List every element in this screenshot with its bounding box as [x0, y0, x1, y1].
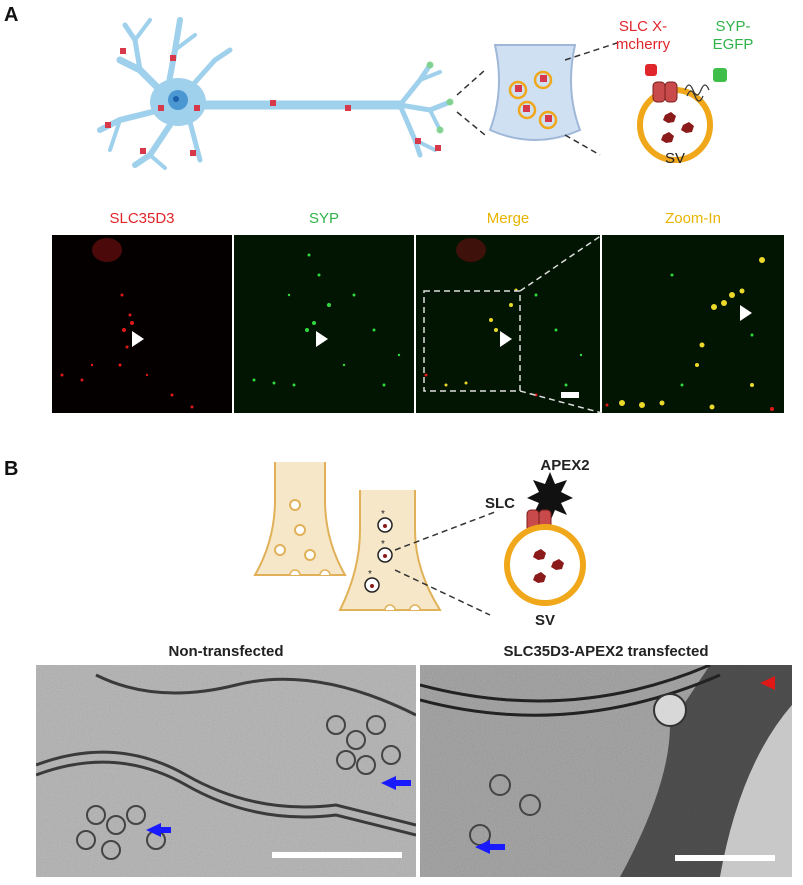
channel-label-merge: Merge [486, 210, 530, 227]
sv-diagram-b [495, 470, 605, 610]
label-slc-x-line1: SLC X- [618, 18, 668, 35]
zoom-lines-a2 [560, 40, 640, 160]
em-title-transfected: SLC35D3-APEX2 transfected [503, 643, 709, 660]
em-title-non-transfected: Non-transfected [168, 643, 284, 660]
label-slc-x-line2: mcherry [615, 36, 671, 53]
svg-text:*: * [368, 569, 372, 580]
panel-letter-a: A [4, 4, 19, 26]
fluor-panel-syp [234, 235, 414, 413]
svg-text:*: * [381, 539, 385, 550]
channel-label-slc35d3: SLC35D3 [109, 210, 175, 227]
svg-text:*: * [381, 509, 385, 520]
label-apex2: APEX2 [540, 457, 590, 474]
fluor-panel-merge [416, 235, 600, 413]
label-slc-b: SLC [485, 495, 515, 512]
zoom-lines-b [390, 510, 500, 620]
synaptic-terminal [485, 40, 585, 155]
neuron-schematic [90, 10, 490, 170]
channel-label-syp: SYP [308, 210, 339, 227]
label-sv-b: SV [534, 612, 555, 629]
sv-diagram-a [625, 60, 745, 170]
channel-label-zoom-in: Zoom-In [665, 210, 721, 227]
label-sv-a: SV [664, 150, 685, 167]
label-syp-line2: EGFP [712, 36, 754, 53]
zoom-connector-lines [520, 235, 604, 413]
fluor-panel-zoom-in [602, 235, 784, 413]
zoom-lines-a1 [455, 50, 515, 160]
label-slc-x-mcherry: SLC X- mcherry [598, 18, 688, 54]
label-syp-egfp: SYP- EGFP [693, 18, 773, 54]
em-image-transfected [420, 665, 792, 877]
fluor-panel-slc35d3 [52, 235, 232, 413]
label-syp-line1: SYP- [715, 18, 751, 35]
em-image-non-transfected [36, 665, 416, 877]
panel-letter-b: B [4, 458, 19, 480]
